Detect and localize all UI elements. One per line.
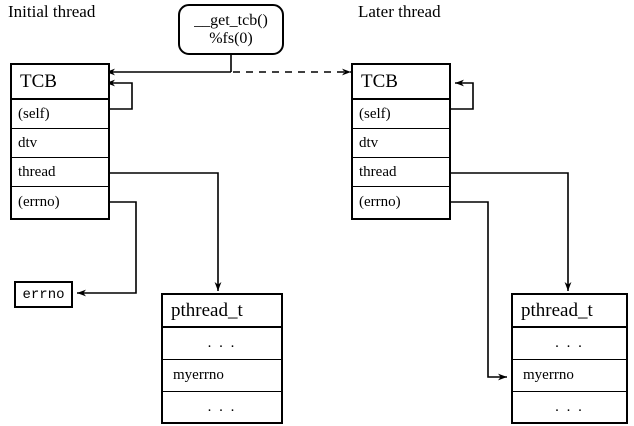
initial-pthread-box: pthread_t . . . myerrno . . . bbox=[161, 293, 283, 424]
initial-pthread-field-ellipsis-top: . . . bbox=[163, 328, 281, 360]
get-tcb-callout: __get_tcb() %fs(0) bbox=[178, 4, 284, 55]
initial-tcb-field-errno: (errno) bbox=[12, 187, 108, 218]
later-self-pointer-loop bbox=[451, 79, 474, 110]
initial-thread-title: Initial thread bbox=[8, 2, 96, 21]
initial-tcb-field-dtv: dtv bbox=[12, 129, 108, 158]
get-tcb-callout-line2: %fs(0) bbox=[209, 29, 253, 47]
get-tcb-callout-line1: __get_tcb() bbox=[194, 12, 268, 30]
later-tcb-box: TCB (self) dtv thread (errno) bbox=[351, 63, 451, 220]
errno-box-label: errno bbox=[22, 286, 65, 303]
initial-tcb-field-self: (self) bbox=[12, 100, 108, 129]
later-tcb-field-self: (self) bbox=[353, 100, 449, 129]
later-thread-to-pthread-arrow bbox=[451, 172, 572, 291]
initial-tcb-field-thread: thread bbox=[12, 158, 108, 187]
later-thread-title: Later thread bbox=[358, 2, 441, 21]
initial-pthread-field-myerrno: myerrno bbox=[163, 360, 281, 392]
initial-pthread-header: pthread_t bbox=[163, 295, 281, 328]
later-pthread-field-ellipsis-top: . . . bbox=[513, 328, 626, 360]
later-pthread-box: pthread_t . . . myerrno . . . bbox=[511, 293, 628, 424]
initial-tcb-header: TCB bbox=[12, 65, 108, 100]
initial-pthread-field-ellipsis-bottom: . . . bbox=[163, 392, 281, 422]
later-tcb-field-dtv: dtv bbox=[353, 129, 449, 158]
later-tcb-header: TCB bbox=[353, 65, 449, 100]
later-pthread-header: pthread_t bbox=[513, 295, 626, 328]
errno-box: errno bbox=[14, 281, 73, 308]
later-pthread-field-myerrno: myerrno bbox=[513, 360, 626, 392]
initial-tcb-box: TCB (self) dtv thread (errno) bbox=[10, 63, 110, 220]
later-errno-to-myerrno-arrow bbox=[451, 201, 507, 381]
later-pthread-field-ellipsis-bottom: . . . bbox=[513, 392, 626, 422]
later-tcb-field-errno: (errno) bbox=[353, 187, 449, 218]
later-tcb-field-thread: thread bbox=[353, 158, 449, 187]
initial-thread-to-pthread-arrow bbox=[110, 172, 222, 291]
